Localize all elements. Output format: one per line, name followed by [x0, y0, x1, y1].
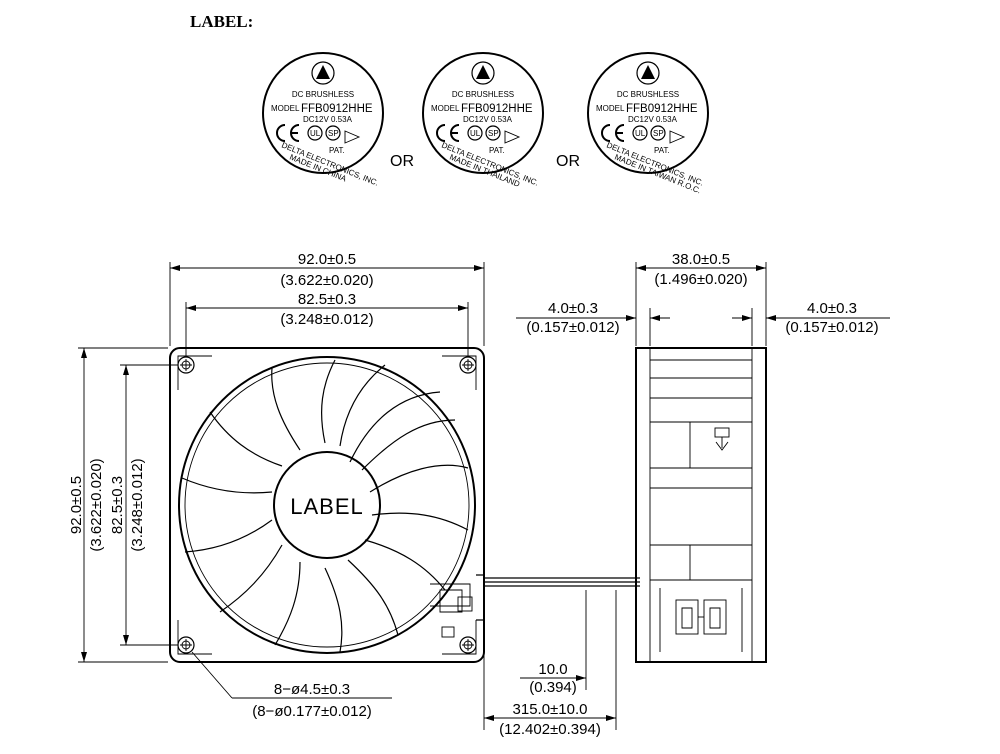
mounting-hole	[177, 636, 195, 654]
lead-wire	[430, 574, 640, 638]
dim-depth-in: (1.496±0.020)	[654, 271, 747, 288]
front-dimensions: 92.0±0.5 (3.622±0.020) 82.5±0.3 (3.248±0…	[68, 251, 617, 738]
dim-flange-right: 4.0±0.3	[807, 300, 857, 317]
label-pat: PAT.	[654, 146, 670, 155]
side-view	[635, 347, 767, 663]
dim-flange-right-in: (0.157±0.012)	[785, 319, 878, 336]
label-rating-a: 0.53A	[491, 115, 513, 124]
delta-logo-icon	[636, 61, 660, 85]
label-seal-1: DC BRUSHLESS MODEL FFB0912HHE DC12V 0.53…	[262, 52, 384, 188]
dim-overall-height: 92.0±0.5	[68, 476, 85, 534]
dim-hole-pitch-in: (3.248±0.012)	[280, 311, 373, 328]
label-model: FFB0912HHE	[626, 103, 698, 115]
dim-lead: 315.0±10.0	[513, 701, 588, 718]
label-line1: DC BRUSHLESS	[452, 90, 514, 99]
label-line1: DC BRUSHLESS	[292, 90, 354, 99]
label-model-prefix: MODEL	[431, 104, 460, 113]
dim-flange-left-in: (0.157±0.012)	[526, 319, 619, 336]
ul-mark-icon: UL	[467, 125, 483, 141]
delta-logo-icon	[311, 61, 335, 85]
label-title: LABEL:	[190, 12, 253, 31]
or-text-2: OR	[556, 153, 580, 170]
label-rating-a: 0.53A	[331, 115, 353, 124]
csa-mark-icon: SP	[485, 125, 501, 141]
ce-mark-icon	[436, 124, 460, 142]
mounting-hole	[177, 356, 195, 374]
mounting-hole	[459, 356, 477, 374]
dim-overall-width: 92.0±0.5	[298, 251, 356, 268]
ce-mark-icon	[601, 124, 625, 142]
label-model: FFB0912HHE	[461, 103, 533, 115]
svg-text:SP: SP	[328, 129, 339, 138]
label-model-prefix: MODEL	[271, 104, 300, 113]
hub-label: LABEL	[290, 494, 364, 519]
delta-logo-icon	[471, 61, 495, 85]
csa-mark-icon: SP	[325, 125, 341, 141]
ce-mark-icon	[276, 124, 300, 142]
fan-hub	[273, 451, 381, 559]
mounting-hole	[459, 636, 477, 654]
side-dimensions: 38.0±0.5 (1.496±0.020) 4.0±0.3 (0.157±0.…	[516, 251, 890, 346]
ul-mark-icon: UL	[632, 125, 648, 141]
dim-hole-pitch-v: 82.5±0.3	[109, 476, 126, 534]
label-pat: PAT.	[329, 146, 345, 155]
or-text-1: OR	[390, 153, 414, 170]
label-rating-v: DC12V	[628, 115, 654, 124]
dim-flange-left: 4.0±0.3	[548, 300, 598, 317]
ul-mark-icon: UL	[307, 125, 323, 141]
dim-holes-in: (8−ø0.177±0.012)	[252, 703, 372, 720]
fan-blades	[181, 359, 469, 653]
label-rating-v: DC12V	[303, 115, 329, 124]
label-seal-2: DC BRUSHLESS MODEL FFB0912HHE DC12V 0.53…	[422, 52, 544, 189]
dim-strip: 10.0	[538, 661, 567, 678]
label-model: FFB0912HHE	[301, 103, 373, 115]
svg-text:UL: UL	[635, 129, 646, 138]
label-line1: DC BRUSHLESS	[617, 90, 679, 99]
side-frame-outline	[635, 347, 767, 663]
dim-depth: 38.0±0.5	[672, 251, 730, 268]
fan-frame-outline	[169, 347, 485, 663]
front-view: LABEL	[169, 347, 640, 663]
svg-text:UL: UL	[310, 129, 321, 138]
dim-holes: 8−ø4.5±0.3	[274, 681, 350, 698]
label-pat: PAT.	[489, 146, 505, 155]
dim-hole-pitch-v-in: (3.248±0.012)	[129, 458, 146, 551]
svg-text:SP: SP	[653, 129, 664, 138]
label-seal-3: DC BRUSHLESS MODEL FFB0912HHE DC12V 0.53…	[587, 52, 709, 195]
dim-overall-width-in: (3.622±0.020)	[280, 272, 373, 289]
dim-overall-height-in: (3.622±0.020)	[88, 458, 105, 551]
label-rating-v: DC12V	[463, 115, 489, 124]
csa-mark-icon: SP	[650, 125, 666, 141]
dim-hole-pitch: 82.5±0.3	[298, 291, 356, 308]
label-rating-a: 0.53A	[656, 115, 678, 124]
fan-venturi-ring	[178, 356, 476, 654]
dim-strip-in: (0.394)	[529, 679, 577, 696]
svg-text:UL: UL	[470, 129, 481, 138]
svg-text:SP: SP	[488, 129, 499, 138]
airflow-arrow-icon	[714, 427, 730, 451]
dim-lead-in: (12.402±0.394)	[499, 721, 601, 738]
label-model-prefix: MODEL	[596, 104, 625, 113]
